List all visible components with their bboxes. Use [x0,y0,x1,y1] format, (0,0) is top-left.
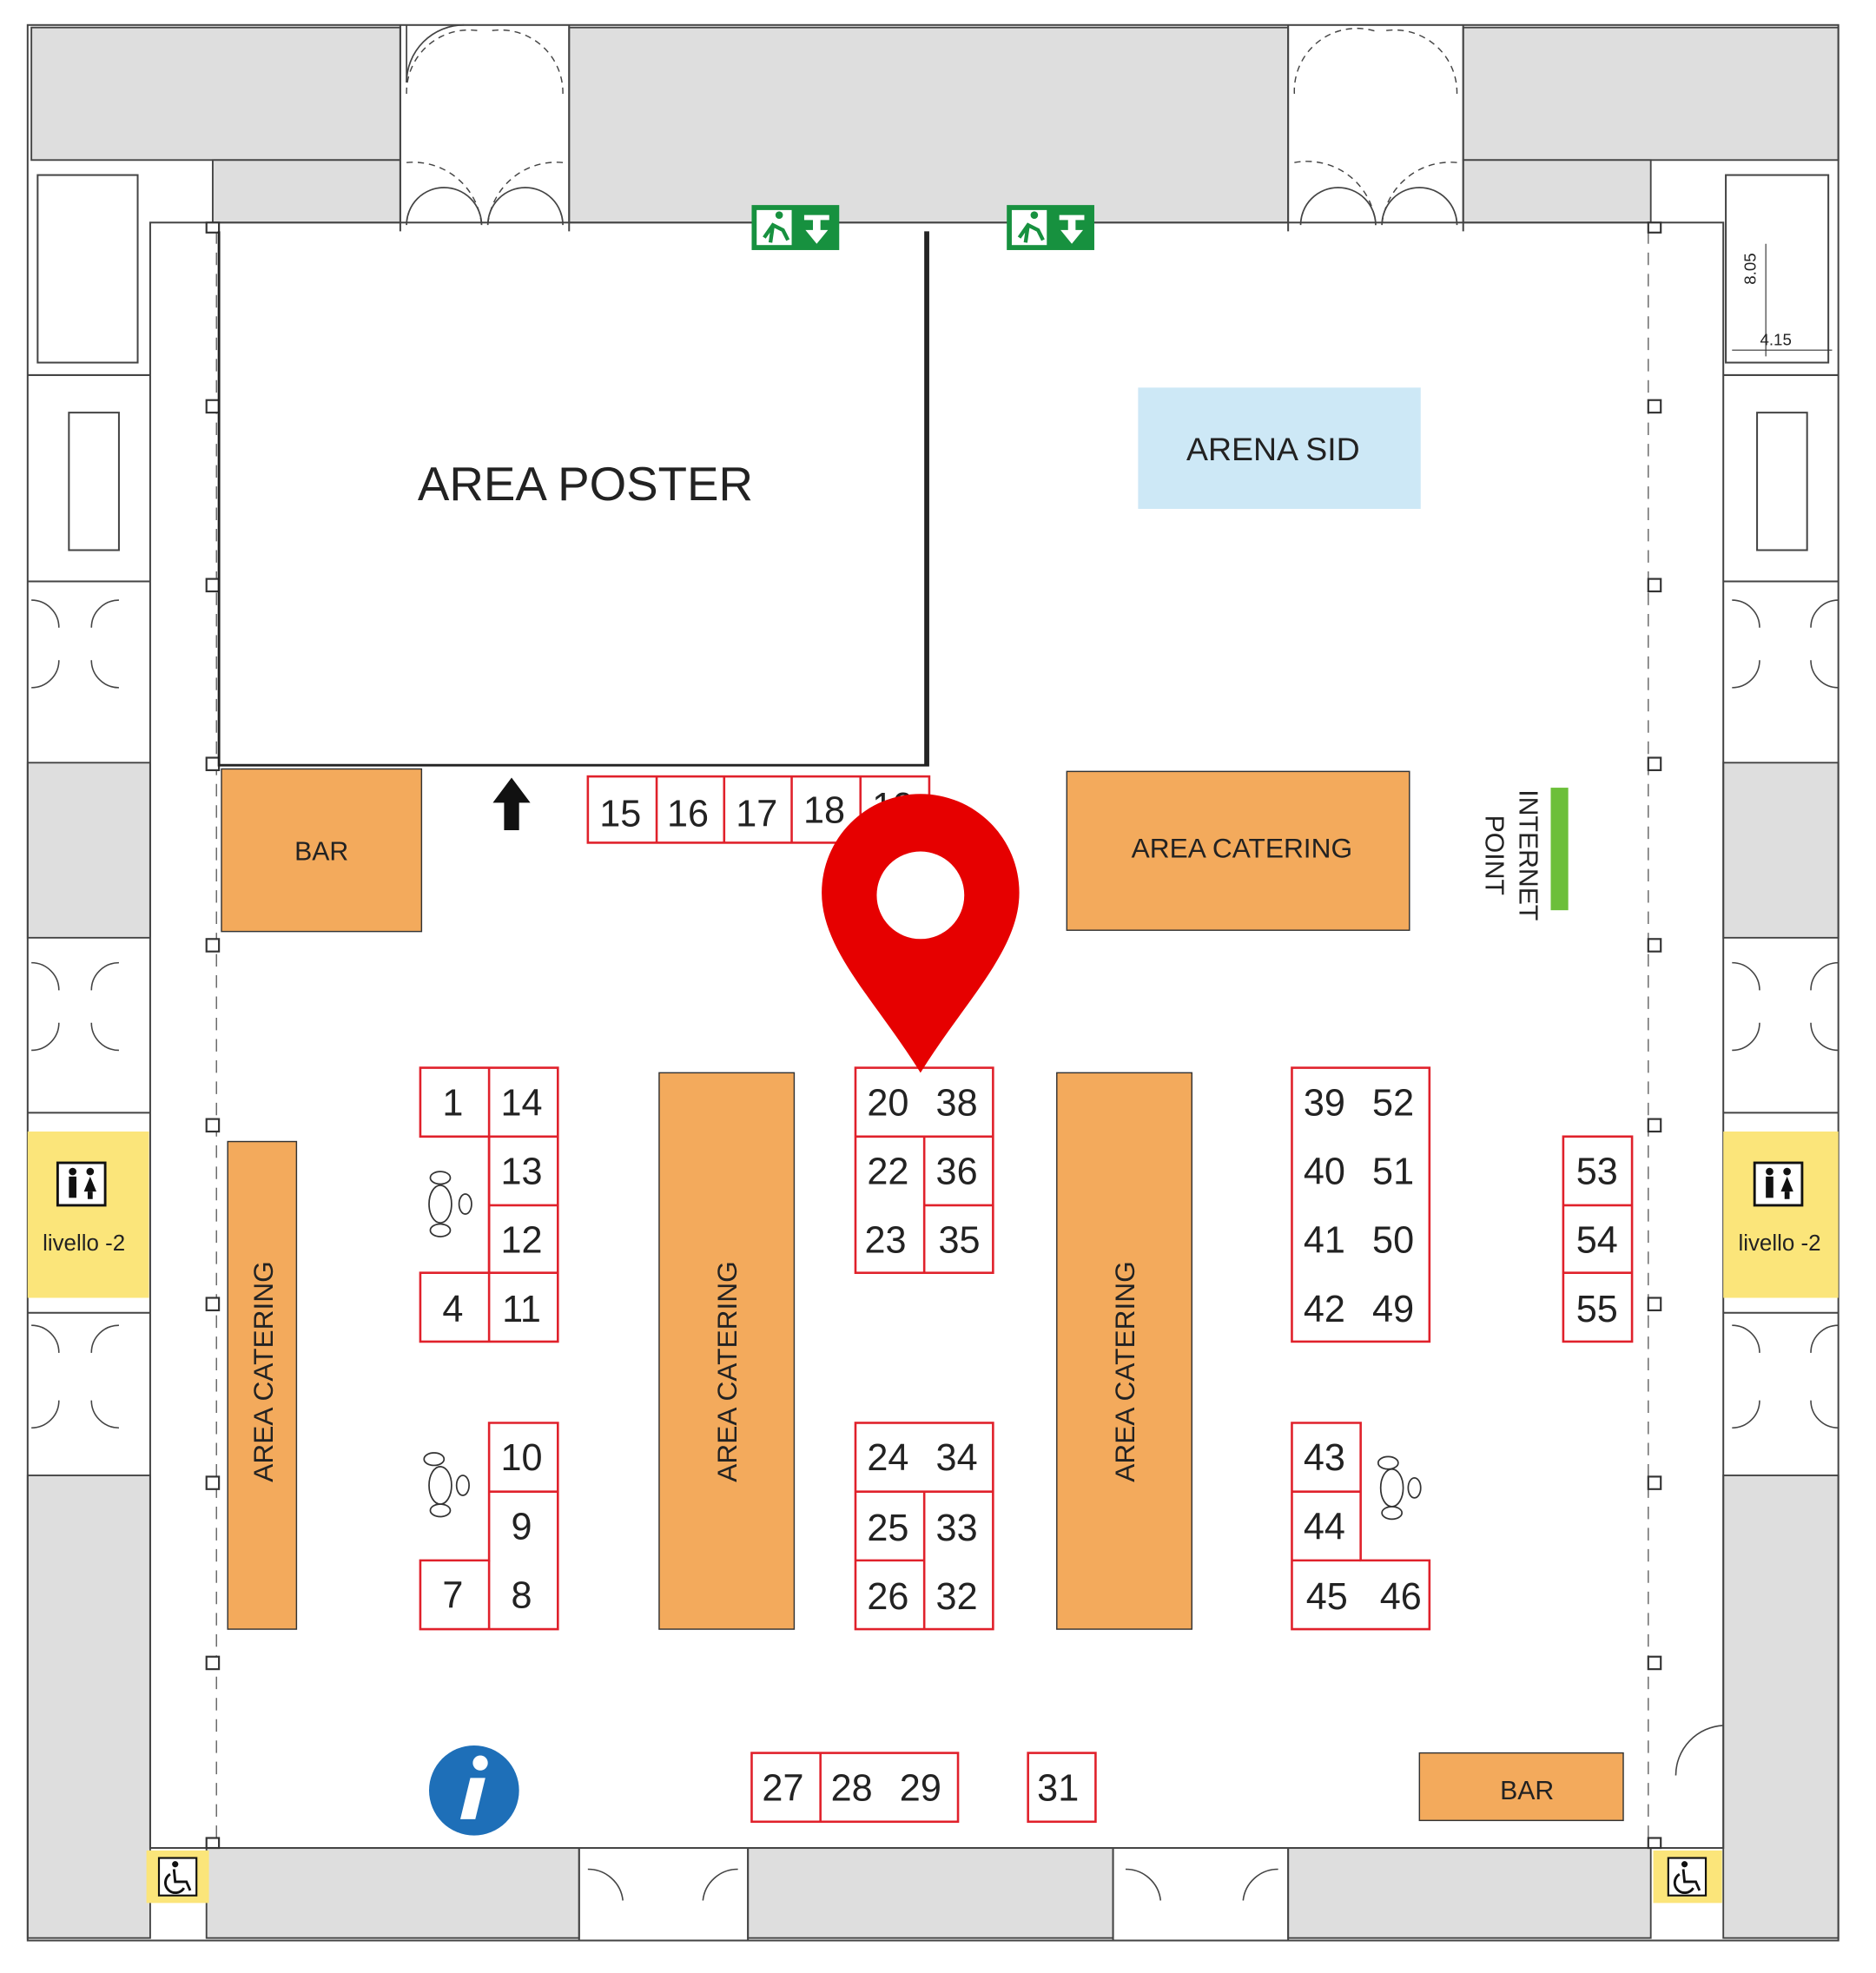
map-pin-icon[interactable] [822,794,1020,1073]
booth-11: 11 [502,1289,541,1330]
booth-4: 4 [442,1289,463,1330]
restroom-icon [1753,1161,1804,1207]
arena-sid-label: ARENA SID [1186,431,1360,467]
booth-38: 38 [936,1082,978,1124]
booth-15: 15 [599,794,641,835]
booth-18: 18 [803,789,845,831]
area-catering-mid-right-label: AREA CATERING [1109,1261,1140,1481]
booth-27: 27 [762,1767,803,1809]
area-catering-mid-left-label: AREA CATERING [711,1261,743,1481]
booth-42: 42 [1304,1289,1345,1330]
dimension-vertical: 8.05 [1741,253,1760,284]
booth-32: 32 [936,1576,978,1618]
wheelchair-icon [1653,1850,1722,1904]
booth-44: 44 [1304,1506,1345,1547]
booth-36: 36 [936,1151,978,1192]
internet-point: INTERNET POINT [1480,788,1569,921]
booth-33: 33 [936,1508,978,1549]
restroom-right-label: livello -2 [1738,1231,1820,1256]
booth-46: 46 [1380,1576,1422,1618]
area-catering-top: AREA CATERING [1066,770,1410,931]
booth-52: 52 [1372,1082,1414,1124]
booth-14: 14 [501,1082,543,1124]
booth-35: 35 [938,1220,980,1262]
booth-29: 29 [900,1767,941,1809]
area-catering-mid-right: AREA CATERING [1056,1072,1192,1630]
booth-25: 25 [867,1508,908,1549]
booth-22: 22 [867,1151,908,1192]
booth-8: 8 [512,1575,532,1617]
booth-9: 9 [512,1506,532,1547]
booth-12: 12 [501,1220,543,1262]
bar-bottom-right-label: BAR [1500,1777,1554,1805]
door-swings-sides [31,599,1839,1901]
booth-13: 13 [501,1151,543,1192]
booth-50: 50 [1372,1220,1414,1262]
area-catering-mid-left: AREA CATERING [658,1072,796,1630]
booth-23: 23 [865,1220,907,1262]
area-catering-left: AREA CATERING [227,1140,298,1630]
exit-icon [751,205,840,250]
booth-7: 7 [442,1575,463,1617]
restroom-right: livello -2 [1723,1132,1839,1298]
internet-point-label-2: POINT [1480,815,1509,895]
bar-bottom-right: BAR [1418,1752,1624,1822]
area-poster: AREA POSTER [217,231,929,767]
booth-20: 20 [867,1082,908,1124]
booth-17: 17 [736,794,777,835]
wheelchair-icon [146,1850,209,1904]
internet-point-label-1: INTERNET [1514,789,1542,921]
booth-41: 41 [1304,1220,1345,1262]
restroom-icon [56,1161,107,1207]
booth-39: 39 [1304,1082,1345,1124]
bar-top-left-label: BAR [294,838,348,867]
booth-numbers: 1 14 13 12 4 11 10 9 7 8 15 16 17 18 19 … [442,786,1617,1809]
booth-40: 40 [1304,1151,1345,1192]
booth-10: 10 [501,1437,543,1479]
bar-top-left: BAR [221,768,423,933]
area-poster-label: AREA POSTER [418,457,753,511]
booth-54: 54 [1576,1220,1618,1262]
arrow-up-icon [492,777,531,831]
dimension-horizontal: 4.15 [1760,330,1791,348]
building-shell [26,26,1840,1939]
restroom-left-label: livello -2 [43,1231,125,1256]
seating-icon [423,1171,1422,1521]
exit-icon [1007,205,1094,250]
booth-31: 31 [1037,1767,1079,1809]
booth-28: 28 [831,1767,873,1809]
wall-lines [26,23,1840,1942]
booth-51: 51 [1372,1151,1414,1192]
booth-1: 1 [442,1082,463,1124]
area-catering-top-label: AREA CATERING [1132,833,1352,864]
booth-43: 43 [1304,1437,1345,1479]
booth-24: 24 [867,1437,908,1479]
booth-26: 26 [867,1576,908,1618]
pillars [205,221,1662,1850]
booth-49: 49 [1372,1289,1414,1330]
arena-sid: ARENA SID [1138,387,1421,509]
booth-16: 16 [667,794,709,835]
booths [419,775,1634,1824]
area-catering-left-label: AREA CATERING [248,1261,279,1481]
booth-45: 45 [1306,1576,1348,1618]
dimension-marks: 8.05 4.15 [1732,243,1833,357]
door-swings-top [406,23,1458,226]
restroom-left: livello -2 [27,1132,149,1298]
booth-34: 34 [936,1437,978,1479]
booth-55: 55 [1576,1289,1618,1330]
booth-53: 53 [1576,1151,1618,1192]
info-icon[interactable] [429,1745,519,1836]
